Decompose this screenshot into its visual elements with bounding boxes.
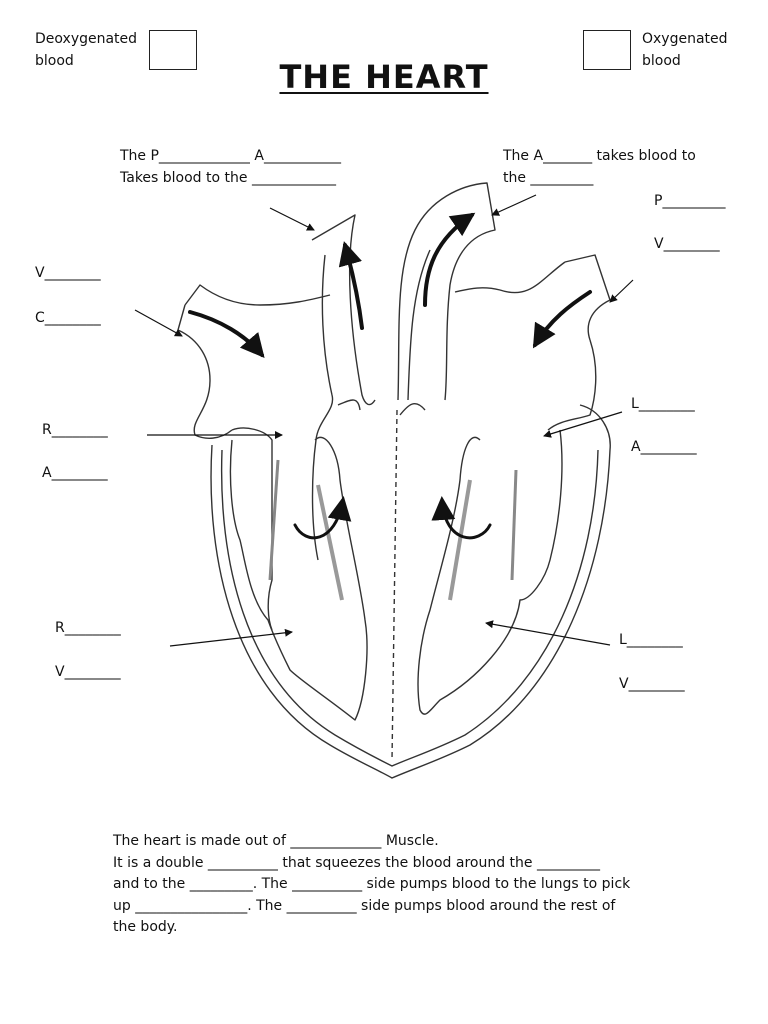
fill-in-line-2[interactable]: It is a double __________ that squeezes … [113, 853, 673, 875]
fill-in-paragraph: The heart is made out of _____________ M… [113, 831, 673, 939]
pointer-aorta [492, 195, 536, 215]
left-ventricle-inner [418, 430, 562, 714]
label-pulmonary-vein-p[interactable]: P_________ [654, 190, 725, 212]
aortic-cusp [400, 404, 425, 415]
label-pulmonary-vein-v[interactable]: V________ [654, 233, 720, 255]
pulmonary-vein-upper [565, 255, 610, 340]
aorta-outer [398, 183, 495, 400]
right-atrium-wall [232, 428, 272, 630]
vena-cava-mouth [178, 305, 185, 330]
pulmonary-valve [318, 485, 342, 600]
label-right-atrium-r[interactable]: R________ [42, 419, 108, 441]
flow-arrow-pulmonary-vein [535, 292, 590, 345]
label-pulmonary-artery[interactable]: The P_____________ A___________ Takes bl… [120, 145, 341, 189]
flow-arrow-aorta [425, 215, 472, 305]
label-aorta[interactable]: The A_______ takes blood to the ________… [503, 145, 696, 189]
fill-in-line-1[interactable]: The heart is made out of _____________ M… [113, 831, 673, 853]
flow-arrow-right-ventricle [295, 500, 343, 538]
pointer-right-ventricle [170, 632, 292, 646]
pointer-left-atrium [544, 412, 622, 436]
heart-outer-wall [211, 405, 610, 778]
label-left-atrium-l[interactable]: L________ [631, 393, 695, 415]
label-right-ventricle-r[interactable]: R________ [55, 617, 121, 639]
label-vena-cava-v[interactable]: V________ [35, 262, 101, 284]
pulmonary-cusp [338, 400, 360, 410]
label-right-ventricle-v[interactable]: V________ [55, 661, 121, 683]
label-left-ventricle-v[interactable]: V________ [619, 673, 685, 695]
fill-in-line-5[interactable]: the body. [113, 917, 673, 939]
vena-cava-upper-wall [185, 285, 330, 305]
pointer-vena-cava [135, 310, 182, 336]
label-left-atrium-a[interactable]: A________ [631, 436, 697, 458]
pointer-pulmonary-vein [610, 280, 633, 302]
pointer-pulmonary-artery [270, 208, 314, 230]
left-atrium-wall [548, 340, 596, 430]
pulmonary-vein-lower [455, 262, 565, 293]
fill-in-line-4[interactable]: up ________________. The __________ side… [113, 896, 673, 918]
label-right-atrium-a[interactable]: A________ [42, 462, 108, 484]
aorta-inner [408, 250, 430, 400]
fill-in-line-3[interactable]: and to the _________. The __________ sid… [113, 874, 673, 896]
pulmonary-artery-outer [312, 215, 375, 405]
aortic-valve [450, 480, 470, 600]
right-ventricle-inner [230, 437, 367, 720]
mitral-valve [512, 470, 516, 580]
tricuspid-valve [270, 460, 278, 580]
heart-outer-wall-inner-line [222, 450, 598, 766]
label-vena-cava-c[interactable]: C________ [35, 307, 101, 329]
septum [392, 410, 397, 760]
label-left-ventricle-l[interactable]: L________ [619, 629, 683, 651]
vena-cava-lower-wall [178, 330, 232, 438]
pointer-left-ventricle [486, 623, 610, 645]
flow-arrow-pulmonary-artery [345, 245, 362, 328]
